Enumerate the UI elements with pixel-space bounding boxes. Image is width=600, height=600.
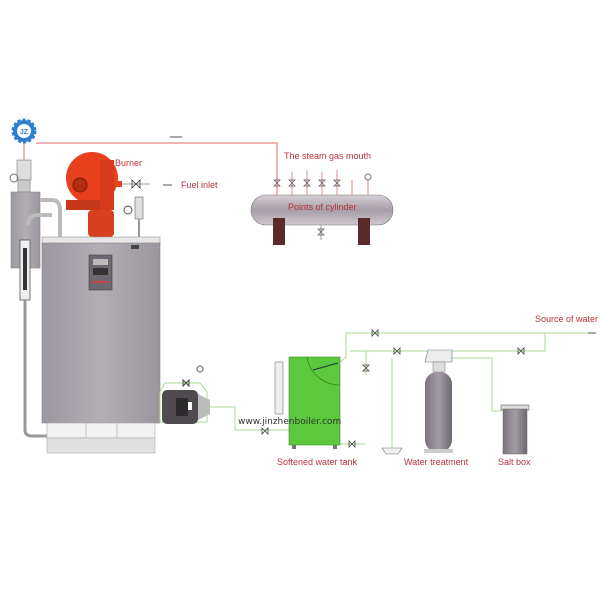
label-steam-gas-mouth: The steam gas mouth	[284, 151, 371, 161]
fuel-valve-icon	[131, 179, 141, 189]
softened-water-tank	[274, 356, 341, 449]
steam-separator	[10, 191, 62, 438]
watermark: www.jinzhenboiler.com	[238, 417, 341, 427]
water-valves	[261, 329, 525, 448]
water-pipes	[339, 332, 595, 450]
burner	[66, 152, 172, 237]
label-fuel-inlet: Fuel inlet	[181, 180, 218, 190]
boiler-body	[41, 236, 161, 454]
water-treatment-unit	[424, 349, 453, 453]
main-steam-valve	[9, 159, 32, 193]
label-burner: Burner	[115, 158, 142, 168]
label-points-of-cylinder: Points of cylinder	[288, 202, 357, 212]
label-source-of-water: Source of water	[535, 314, 598, 324]
svg-text:JZ: JZ	[20, 129, 29, 136]
label-water-treatment: Water treatment	[404, 457, 469, 467]
steam-cylinder	[250, 170, 394, 245]
steam-pipe	[23, 136, 278, 195]
label-salt-box: Salt box	[498, 457, 531, 467]
drain-funnel	[381, 447, 403, 455]
safety-valve	[123, 196, 144, 237]
feed-pump	[159, 365, 289, 431]
label-softened-water-tank: Softened water tank	[277, 457, 358, 467]
salt-box	[500, 404, 530, 455]
jz-logo: JZ	[11, 118, 37, 144]
